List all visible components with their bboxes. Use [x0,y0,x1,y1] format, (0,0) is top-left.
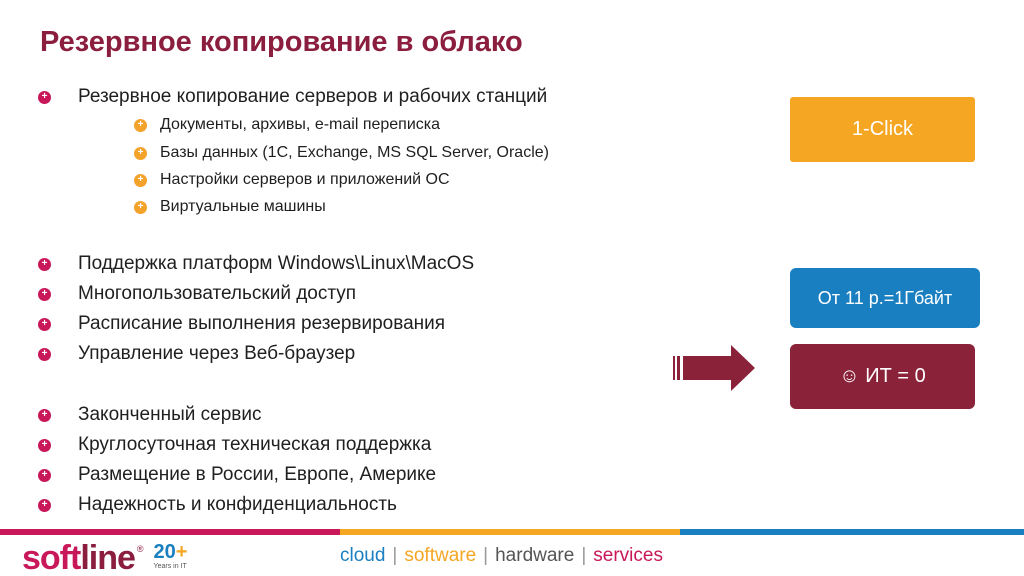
footer-tagline: cloud | software | hardware | services [340,545,663,567]
bullet-text: Размещение в России, Европе, Америке [78,464,437,485]
bullet-item: + Многопользовательский доступ [38,283,356,305]
bullet-item: + Поддержка платформ Windows\Linux\MacOS [38,253,474,275]
bullet-item: + Законченный сервис [38,404,261,426]
bullet-item: + Резервное копирование серверов и рабоч… [38,86,547,108]
sub-bullet-text: Документы, архивы, e-mail переписка [160,116,441,133]
slide-title: Резервное копирование в облако [40,26,523,58]
price-card: От 11 р.=1Гбайт [790,268,980,328]
sub-bullet-item: + Документы, архивы, e-mail переписка [134,116,440,134]
bullet-text: Поддержка платформ Windows\Linux\MacOS [78,253,475,274]
logo-wordmark: softline [22,539,136,576]
bullet-text: Надежность и конфиденциальность [78,494,397,515]
bullet-item: + Размещение в России, Европе, Америке [38,464,436,486]
stripe-blue [680,529,1024,535]
anniversary-badge: 20+ Years in IT [153,541,188,570]
sub-bullet-item: + Базы данных (1С, Exchange, MS SQL Serv… [134,144,549,162]
tag-services: services [593,545,663,566]
tag-separator: | [483,545,489,566]
bullet-item: + Управление через Веб-браузер [38,343,355,365]
tag-separator: | [392,545,398,566]
plus-circle-icon: + [134,118,147,132]
plus-circle-icon: + [38,468,51,482]
plus-circle-icon: + [38,90,51,104]
registered-mark: ® [136,544,144,554]
one-click-card: 1-Click [790,97,975,162]
it-zero-card: ☺ ИТ = 0 [790,344,975,409]
footer: softline ® 20+ Years in IT cloud | softw… [0,535,1024,576]
bullet-list: + Резервное копирование серверов и рабоч… [38,86,549,516]
bullet-item: + Круглосуточная техническая поддержка [38,434,431,456]
bullet-item: + Надежность и конфиденциальность [38,494,397,516]
plus-circle-icon: + [38,317,51,331]
plus-circle-icon: + [134,173,147,187]
plus-circle-icon: + [38,408,51,422]
plus-circle-icon: + [38,347,51,361]
plus-circle-icon: + [38,257,51,271]
bullet-text: Законченный сервис [78,404,262,425]
sub-bullet-text: Виртуальные машины [160,198,326,215]
tag-separator: | [581,545,587,566]
stripe-orange [340,529,680,535]
plus-circle-icon: + [38,287,51,301]
plus-circle-icon: + [134,146,147,160]
bullet-text: Резервное копирование серверов и рабочих… [78,86,548,107]
tag-hardware: hardware [495,545,575,566]
stripe-pink [0,529,340,535]
bullet-item: + Расписание выполнения резервирования [38,313,445,335]
right-arrow-icon [673,345,755,391]
bullet-text: Расписание выполнения резервирования [78,313,446,334]
sub-bullet-item: + Виртуальные машины [134,198,326,216]
sub-bullet-text: Настройки серверов и приложений ОС [160,171,450,188]
plus-circle-icon: + [38,498,51,512]
tag-cloud: cloud [340,545,386,566]
bullet-text: Круглосуточная техническая поддержка [78,434,432,455]
softline-logo: softline ® 20+ Years in IT [22,540,187,576]
plus-circle-icon: + [134,200,147,214]
sub-bullet-text: Базы данных (1С, Exchange, MS SQL Server… [160,144,549,161]
tag-software: software [404,545,477,566]
bullet-text: Многопользовательский доступ [78,283,357,304]
sub-bullet-item: + Настройки серверов и приложений ОС [134,171,450,189]
plus-circle-icon: + [38,438,51,452]
footer-stripes [0,529,1024,535]
bullet-text: Управление через Веб-браузер [78,343,356,364]
